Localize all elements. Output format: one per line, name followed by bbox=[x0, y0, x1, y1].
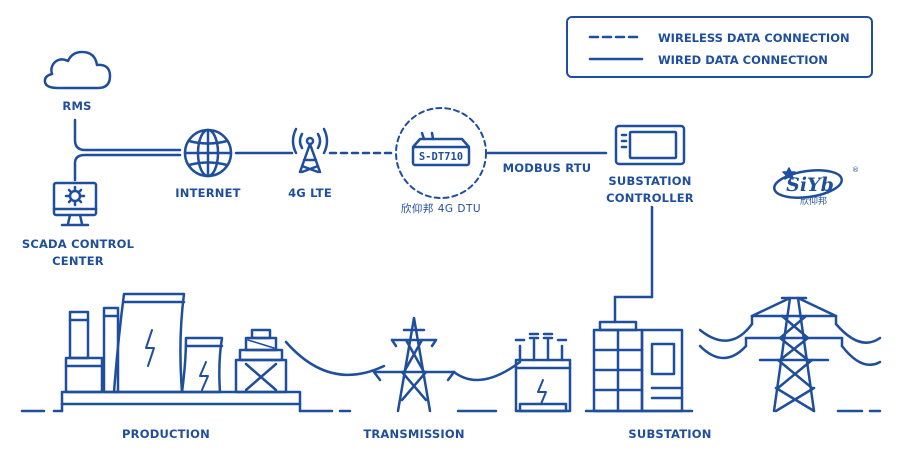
substation-controller-label-line2: CONTROLLER bbox=[606, 191, 694, 205]
logo-text: SiYb bbox=[786, 174, 834, 196]
lte-label: 4G LTE bbox=[288, 186, 332, 200]
cell-tower-icon bbox=[291, 127, 329, 174]
monitor-icon bbox=[52, 181, 98, 227]
cloud-icon bbox=[43, 50, 112, 90]
substation-building-icon bbox=[584, 320, 694, 413]
siyb-logo: ® bbox=[773, 166, 859, 199]
internet-label: INTERNET bbox=[175, 186, 241, 200]
pylon-icon bbox=[698, 296, 882, 413]
rms-label: RMS bbox=[62, 99, 92, 113]
transmission-label: TRANSMISSION bbox=[363, 427, 465, 441]
legend-wireless-label: WIRELESS DATA CONNECTION bbox=[658, 31, 850, 45]
transformer-icon bbox=[514, 332, 572, 413]
scada-label-line2: CENTER bbox=[52, 254, 104, 268]
wired-line-rms-internet bbox=[73, 118, 182, 152]
wired-line-scada-internet bbox=[73, 153, 182, 182]
power-plant-icon bbox=[60, 292, 386, 413]
substation-label: SUBSTATION bbox=[628, 427, 712, 441]
svg-text:®: ® bbox=[852, 166, 859, 174]
controller-device-icon bbox=[614, 124, 686, 166]
production-label: PRODUCTION bbox=[122, 427, 210, 441]
globe-icon bbox=[183, 128, 233, 178]
modbus-label: MODBUS RTU bbox=[502, 161, 592, 175]
scada-label-line1: SCADA CONTROL bbox=[21, 237, 135, 251]
substation-controller-label-line1: SUBSTATION bbox=[608, 174, 692, 188]
legend-box bbox=[566, 16, 873, 78]
connection-lines bbox=[73, 118, 654, 324]
dtu-dashed-circle bbox=[395, 107, 487, 199]
dtu-device-text: S-DT710 bbox=[419, 151, 463, 163]
dtu-label: 欣仰邦 4G DTU bbox=[400, 203, 482, 215]
brand-chinese-text: 欣仰邦 bbox=[800, 197, 828, 207]
dtu-device-icon bbox=[411, 131, 471, 167]
transmission-tower-icon bbox=[372, 316, 522, 413]
legend-wired-label: WIRED DATA CONNECTION bbox=[658, 53, 828, 67]
